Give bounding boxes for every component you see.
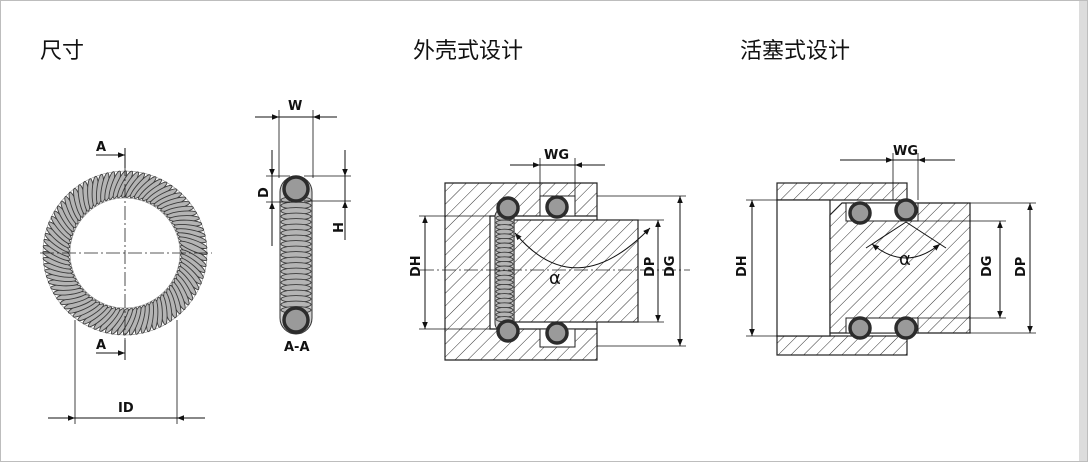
- cross-section-top-coil: [282, 175, 310, 203]
- piston-wg-label: WG: [893, 144, 918, 159]
- coil-turn: [179, 240, 208, 255]
- title-piston-design: 活塞式设计: [740, 39, 850, 64]
- section-label-top: A: [96, 140, 106, 155]
- piston-alpha-arc: [871, 243, 941, 259]
- right-edge-strip: [1079, 1, 1087, 461]
- piston-housing-bottom-band: [776, 335, 908, 356]
- piston-alpha-label: α: [899, 249, 911, 270]
- piston-dh-label: DH: [735, 255, 750, 277]
- coil-ring: [42, 170, 208, 336]
- piston-alpha-line-right: [905, 221, 947, 249]
- title-housing-design: 外壳式设计: [413, 39, 523, 64]
- housing-dh-label: DH: [409, 255, 424, 277]
- piston-groove-coil-bottom-right: [894, 316, 918, 340]
- h-label: H: [329, 222, 344, 233]
- piston-alpha-line-left: [865, 221, 907, 249]
- piston-groove-coil-top-right: [894, 198, 918, 222]
- w-label: W: [288, 99, 302, 114]
- housing-spring-coils: [495, 214, 514, 323]
- housing-alpha-label: α: [549, 268, 561, 289]
- ring-coils: [42, 170, 208, 336]
- piston-dp-label: DP: [1014, 257, 1029, 277]
- title-size: 尺寸: [40, 39, 84, 64]
- d-label: D: [257, 187, 272, 198]
- housing-spring-bottom-coil: [496, 319, 520, 343]
- piston-housing-wall: [776, 199, 831, 337]
- section-label-bottom: A: [96, 338, 106, 353]
- piston-housing-top-band: [776, 182, 908, 201]
- housing-spring-top-coil: [496, 196, 520, 220]
- housing-groove-bottom-coil: [545, 321, 569, 345]
- housing-dp-label: DP: [643, 257, 658, 277]
- piston-groove-coil-bottom-left: [848, 316, 872, 340]
- piston-assembly: [776, 182, 971, 356]
- housing-groove-top-coil: [545, 195, 569, 219]
- housing-alpha-arc: [514, 227, 651, 269]
- piston-groove-coil-top-left: [848, 201, 872, 225]
- cross-section-coils: [280, 196, 312, 314]
- housing-dg-label: DG: [663, 256, 678, 277]
- housing-piston-body: [513, 219, 639, 323]
- section-view-label: A-A: [284, 340, 310, 355]
- piston-dg-label: DG: [980, 256, 995, 277]
- id-label: ID: [118, 401, 134, 416]
- cross-section-bottom-coil: [282, 306, 310, 334]
- housing-wg-label: WG: [544, 148, 569, 163]
- spring-cross-section: [279, 175, 313, 335]
